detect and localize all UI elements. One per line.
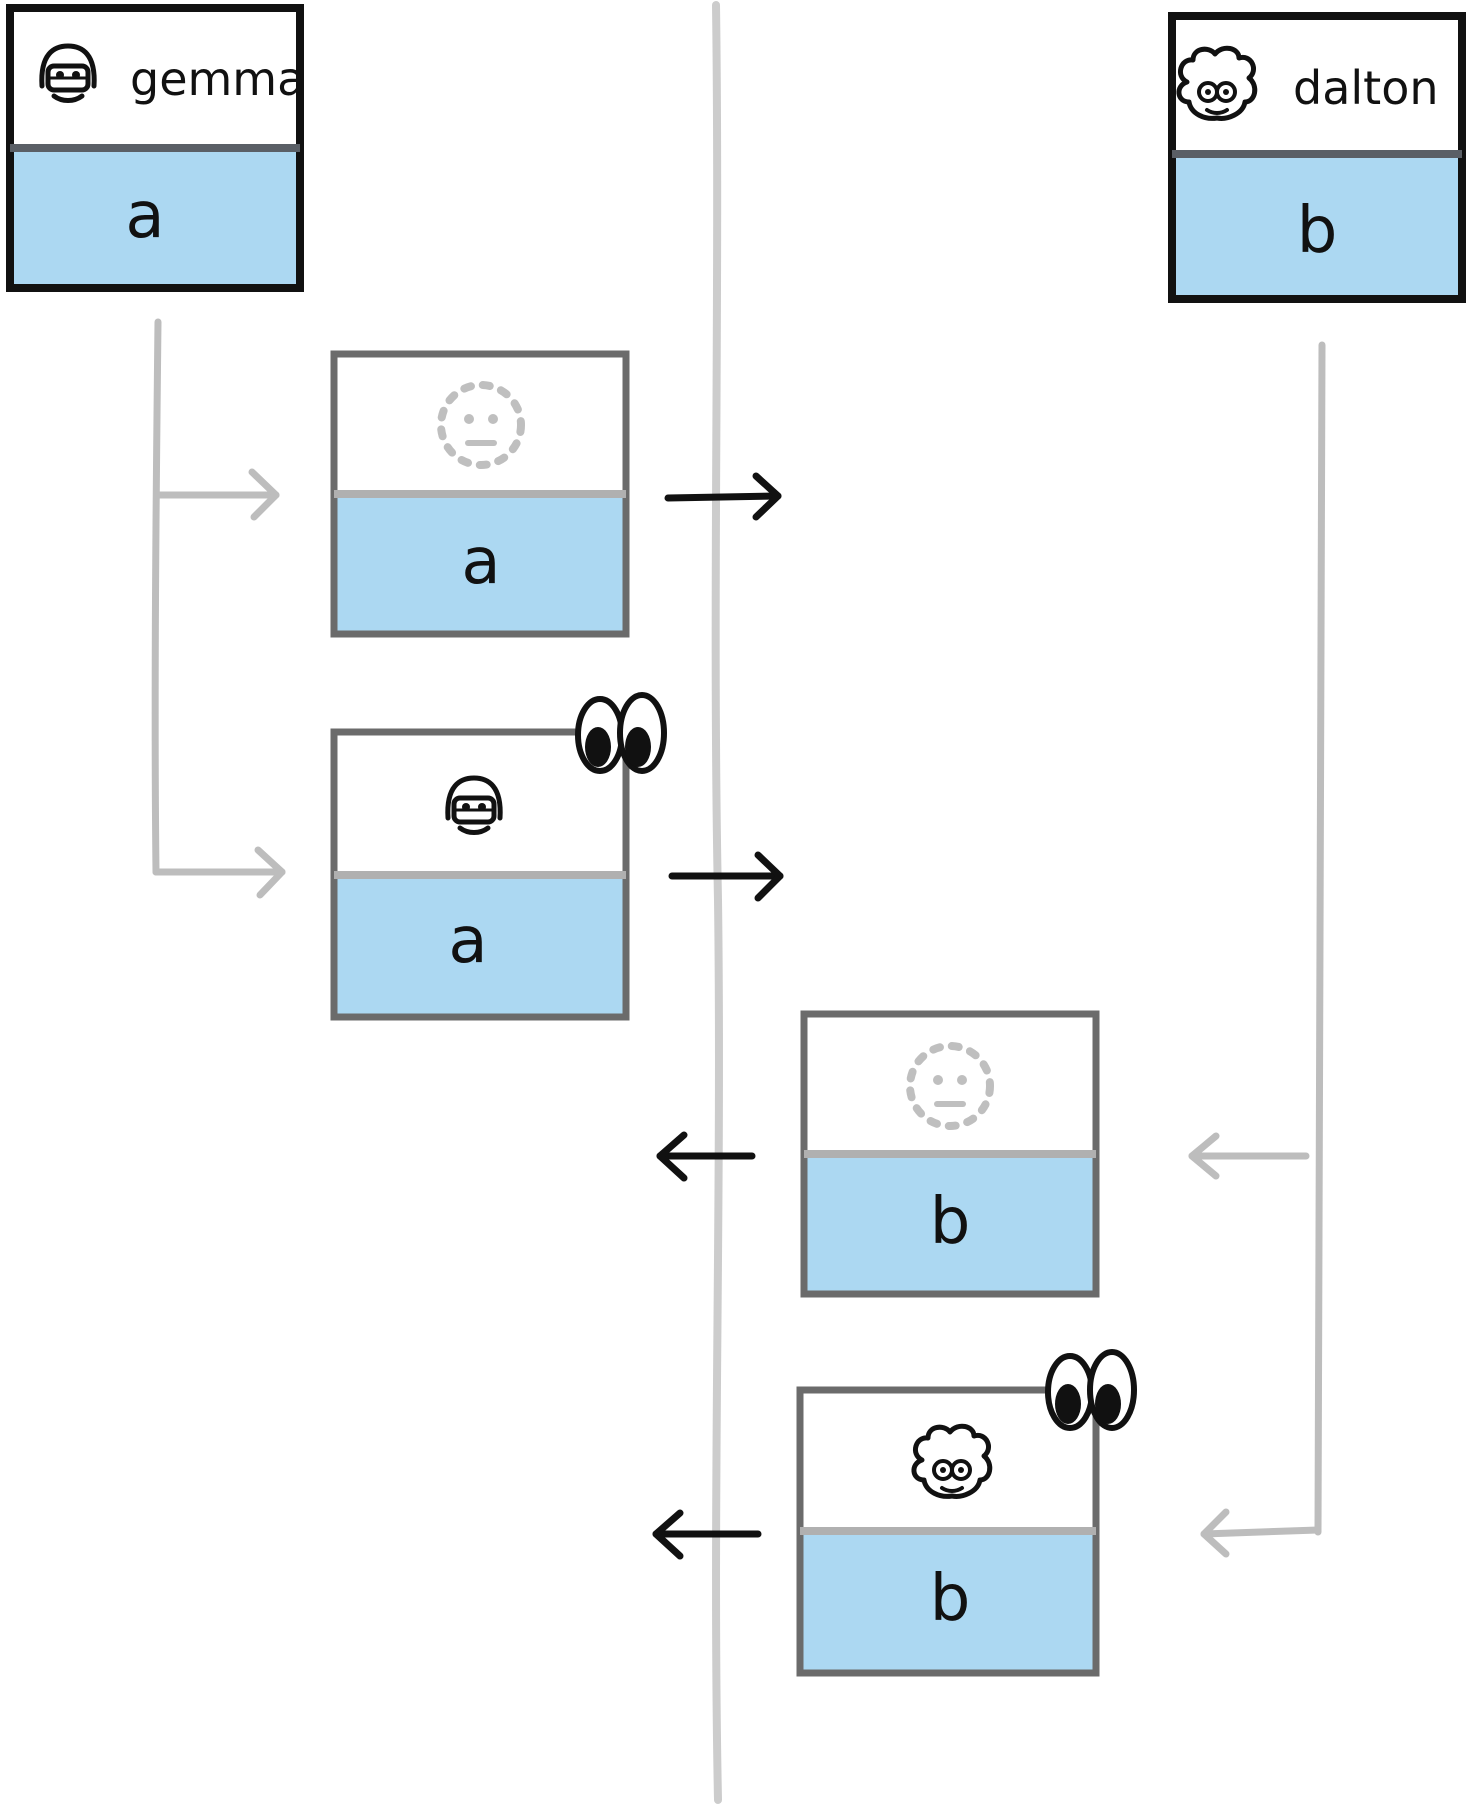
send-right-arrow [668, 851, 784, 902]
dalton-avatar-icon [1179, 48, 1255, 118]
message-card: a [330, 350, 630, 638]
dalton-connector-tree [1188, 341, 1326, 1558]
dalton-value-label: b [1297, 194, 1338, 268]
gemma-user-card: gemma a [6, 4, 305, 292]
gemma-name-label: gemma [130, 52, 305, 106]
message-value-label: a [448, 904, 487, 978]
gemma-value-label: a [125, 179, 164, 253]
channel-divider [711, 1, 723, 1804]
gemma-connector-tree [151, 318, 286, 899]
send-left-arrow [656, 1131, 756, 1182]
send-left-arrow [652, 1509, 762, 1560]
message-value-label: a [461, 525, 500, 599]
message-card: b [796, 1386, 1100, 1677]
dalton-name-label: dalton [1293, 61, 1439, 115]
message-value-label: b [930, 1185, 971, 1259]
dalton-user-card: dalton b [1168, 12, 1466, 303]
message-card: b [800, 1010, 1100, 1298]
message-value-label: b [930, 1562, 971, 1636]
dalton-avatar-icon [914, 1426, 990, 1496]
send-right-arrow [664, 472, 782, 521]
message-card: a [330, 728, 630, 1021]
